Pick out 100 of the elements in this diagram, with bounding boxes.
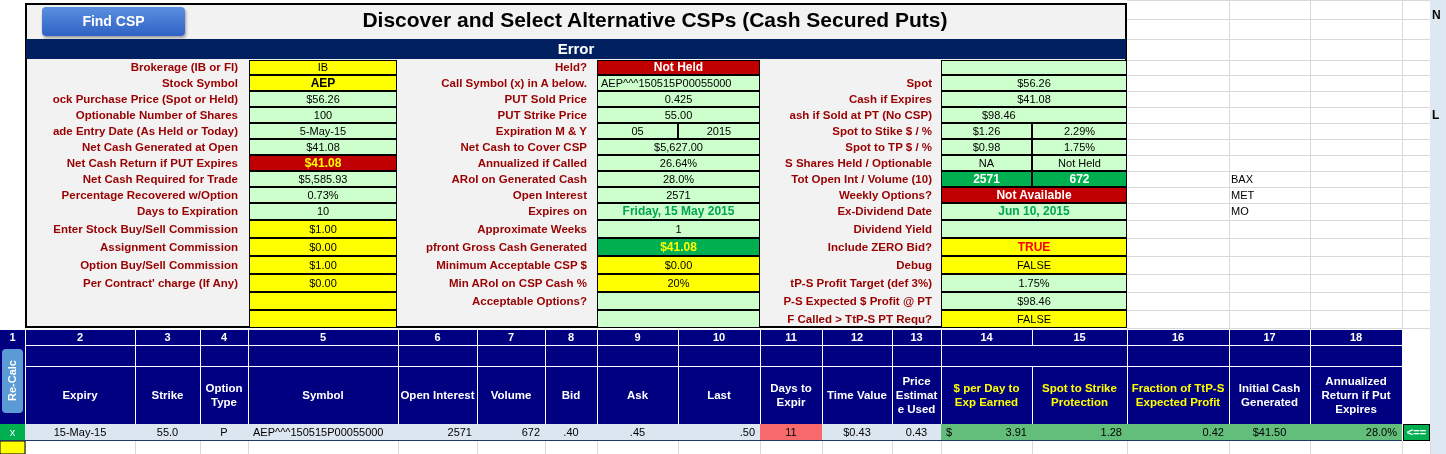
- data-value: $41.50: [1229, 424, 1310, 441]
- data-value: 15-May-15: [25, 424, 135, 441]
- column-number: 12: [849, 330, 865, 345]
- field-value: 0.73%: [249, 187, 397, 203]
- data-value: .50: [678, 424, 760, 441]
- field-value: AEP^^^150515P00055000: [597, 75, 760, 91]
- column-number: 15: [1072, 330, 1087, 345]
- data-value: 11: [760, 424, 822, 441]
- field-label: Percentage Recovered w/Option: [60, 188, 239, 203]
- field-label: Dividend Yield: [852, 222, 933, 237]
- field-label: Open Interest: [511, 188, 588, 203]
- field-label: Optionable Number of Shares: [74, 108, 239, 123]
- data-value: 0.43: [892, 424, 941, 441]
- field-value: $0.98: [941, 139, 1032, 155]
- field-value: TRUE: [941, 238, 1127, 256]
- column-header: Symbol: [301, 388, 345, 403]
- field-label: Stock Symbol: [160, 76, 239, 91]
- field-label: Expires on: [527, 204, 588, 219]
- field-value: $41.08: [249, 139, 397, 155]
- recalc-button: Re-Calc: [2, 349, 23, 413]
- field-value: AEP: [249, 75, 397, 91]
- field-value: $5,585.93: [249, 171, 397, 187]
- data-value: 1.28: [1032, 424, 1127, 441]
- field-label: Weekly Options?: [837, 188, 933, 203]
- field-value: $41.08: [249, 155, 397, 171]
- field-value: IB: [249, 60, 397, 75]
- column-header: Annualized Return if Put Expires: [1320, 374, 1392, 417]
- field-value: FALSE: [941, 310, 1127, 328]
- field-label: P-S Expected $ Profit @ PT: [782, 294, 933, 309]
- field-value: 28.0%: [597, 171, 760, 187]
- field-value: 26.64%: [597, 155, 760, 171]
- column-number: 1: [8, 330, 17, 345]
- field-label: Enter Stock Buy/Sell Commission: [52, 222, 239, 237]
- field-value: 2.29%: [1032, 123, 1127, 139]
- column-header: Price Estimate Used: [894, 374, 939, 417]
- field-value: $1.00: [249, 256, 397, 274]
- field-value: Jun 10, 2015: [941, 203, 1127, 220]
- field-value: 55.00: [597, 107, 760, 123]
- data-value: 28.0%: [1310, 424, 1402, 441]
- field-label: Include ZERO Bid?: [826, 240, 933, 255]
- field-label: Acceptable Options?: [470, 294, 588, 309]
- field-value: 1.75%: [1032, 139, 1127, 155]
- field-label: Spot: [905, 76, 933, 91]
- field-value: Friday, 15 May 2015: [597, 203, 760, 220]
- field-value: Not Held: [597, 60, 760, 75]
- field-label: Ex-Dividend Date: [836, 204, 933, 219]
- field-label: tP-S Profit Target (def 3%): [789, 276, 933, 291]
- data-value: 55.0: [135, 424, 200, 441]
- field-label: pfront Gross Cash Generated: [424, 240, 588, 255]
- field-label: Option Buy/Sell Commission: [79, 258, 239, 273]
- column-header: Volume: [489, 388, 533, 403]
- data-value: AEP^^^150515P00055000: [248, 424, 398, 441]
- column-header: Open Interest: [399, 388, 476, 403]
- field-label: S Shares Held / Optionable: [784, 156, 933, 171]
- field-value: 672: [1032, 171, 1127, 187]
- field-value: FALSE: [941, 256, 1127, 274]
- field-label: Expiration M & Y: [494, 124, 588, 139]
- field-value: 1: [597, 220, 760, 238]
- column-number: 7: [506, 330, 516, 345]
- field-label: Spot to Stike $ / %: [831, 124, 933, 139]
- column-number: 17: [1262, 330, 1277, 345]
- page-title: Discover and Select Alternative CSPs (Cash Secured Puts): [361, 8, 949, 32]
- field-value: 10: [249, 203, 397, 220]
- data-value: 3.91: [985, 424, 1032, 441]
- row-pointer: <==: [1403, 424, 1430, 441]
- field-value: 1.75%: [941, 274, 1127, 292]
- column-number: 4: [219, 330, 229, 345]
- data-value: $: [941, 424, 985, 441]
- field-label: Assignment Commission: [98, 240, 239, 255]
- column-header: Days to Expir: [769, 381, 813, 410]
- column-number: 8: [566, 330, 576, 345]
- field-value: 20%: [597, 274, 760, 292]
- column-header: Bid: [560, 388, 582, 403]
- column-number: 5: [318, 330, 328, 345]
- field-value: $1.00: [249, 220, 397, 238]
- field-value: $0.00: [597, 256, 760, 274]
- column-letter: N: [1432, 7, 1442, 24]
- data-value: x: [0, 424, 25, 441]
- field-value: $5,627.00: [597, 139, 760, 155]
- ticker-text: MET: [1231, 188, 1256, 203]
- field-label: ARoI on Generated Cash: [450, 172, 588, 187]
- field-label: ade Entry Date (As Held or Today): [51, 124, 239, 139]
- field-value: 5-May-15: [249, 123, 397, 139]
- column-number: 10: [711, 330, 727, 345]
- column-number: 11: [784, 330, 798, 345]
- column-header: Time Value: [826, 388, 888, 403]
- field-label: Min ARoI on CSP Cash %: [448, 276, 588, 291]
- field-value: 2015: [678, 123, 760, 139]
- ticker-text: MO: [1231, 204, 1250, 219]
- column-header: $ per Day to Exp Earned: [952, 381, 1021, 410]
- data-value: 672: [477, 424, 545, 441]
- field-value: $98.46: [941, 107, 1127, 123]
- field-label: Approximate Weeks: [476, 222, 588, 237]
- field-label: Net Cash Return if PUT Expires: [65, 156, 239, 171]
- field-value: 05: [597, 123, 678, 139]
- column-header: Expiry: [61, 388, 99, 403]
- column-number: 9: [633, 330, 642, 345]
- field-value: $1.26: [941, 123, 1032, 139]
- field-value: 2571: [597, 187, 760, 203]
- field-label: Spot to TP $ / %: [844, 140, 933, 155]
